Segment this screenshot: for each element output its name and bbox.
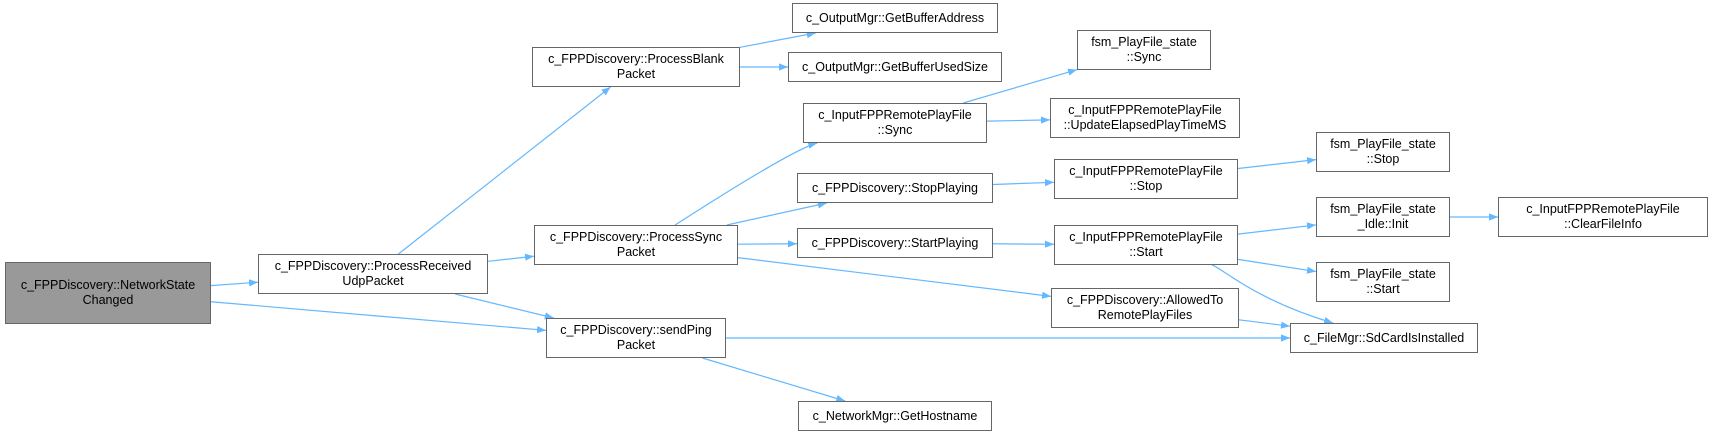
graph-node-label: Packet — [616, 338, 656, 352]
graph-edge — [702, 357, 846, 402]
graph-node-label: c_InputFPPRemotePlayFile — [1069, 164, 1223, 178]
graph-node-n5[interactable]: c_OutputMgr::GetBufferAddress — [792, 3, 998, 33]
graph-node-label: ::ClearFileInfo — [1564, 217, 1642, 231]
graph-node-n9[interactable]: c_FPPDiscovery::StartPlaying — [797, 228, 993, 258]
graph-node-label: fsm_PlayFile_state — [1091, 35, 1197, 49]
graph-node-label: c_OutputMgr::GetBufferAddress — [805, 10, 985, 25]
graph-node-label: ::UpdateElapsedPlayTimeMS — [1063, 118, 1227, 132]
graph-node-label: c_FPPDiscovery::StopPlaying — [811, 180, 979, 195]
graph-node-label: ::Start — [1129, 245, 1163, 259]
graph-node-label: c_NetworkMgr::GetHostname — [812, 408, 978, 423]
graph-node-label: fsm_PlayFile_state — [1330, 137, 1436, 151]
graph-edge — [674, 141, 818, 226]
graph-edge — [487, 253, 535, 262]
graph-edge — [726, 201, 827, 226]
graph-node-n16[interactable]: c_FileMgr::SdCardIsInstalled — [1290, 323, 1478, 353]
graph-edge — [1238, 319, 1291, 329]
graph-edge — [1237, 157, 1317, 170]
graph-node-label: c_InputFPPRemotePlayFile — [818, 108, 972, 122]
graph-node-label: c_InputFPPRemotePlayFile — [1069, 230, 1223, 244]
graph-node-n15[interactable]: c_InputFPPRemotePlayFile::Start — [1054, 225, 1238, 265]
graph-node-n17[interactable]: fsm_PlayFile_state::Stop — [1316, 132, 1450, 172]
graph-node-n7[interactable]: c_InputFPPRemotePlayFile::Sync — [803, 103, 987, 143]
graph-edge — [992, 179, 1055, 187]
graph-node-label: ::Stop — [1366, 152, 1400, 166]
graph-node-label: RemotePlayFiles — [1097, 308, 1193, 322]
graph-node-n19[interactable]: fsm_PlayFile_state::Start — [1316, 262, 1450, 302]
graph-node-label: c_OutputMgr::GetBufferUsedSize — [802, 59, 988, 74]
graph-node-label: c_InputFPPRemotePlayFile — [1068, 103, 1222, 117]
graph-node-label: fsm_PlayFile_state — [1330, 267, 1436, 281]
graph-node-label: c_FPPDiscovery::NetworkState — [20, 278, 196, 292]
graph-edge — [1237, 258, 1317, 274]
graph-node-label: _Idle::Init — [1357, 217, 1409, 231]
graph-node-n12[interactable]: fsm_PlayFile_state::Sync — [1077, 30, 1211, 70]
graph-node-label: Packet — [616, 245, 656, 259]
graph-edge — [986, 116, 1051, 124]
graph-node-label: Changed — [82, 293, 134, 307]
graph-edge — [1237, 222, 1317, 235]
graph-node-label: UdpPacket — [342, 274, 404, 288]
graph-node-label: c_FPPDiscovery::ProcessBlank — [548, 52, 724, 66]
graph-edge — [210, 279, 259, 287]
graph-edge — [455, 293, 554, 320]
graph-node-label: ::Sync — [877, 123, 913, 137]
graph-edge — [739, 31, 816, 48]
graph-node-label: c_FPPDiscovery::ProcessSync — [549, 230, 723, 244]
graph-node-label: c_FPPDiscovery::AllowedTo — [1066, 293, 1224, 307]
graph-node-n14[interactable]: c_InputFPPRemotePlayFile::Stop — [1054, 159, 1238, 199]
graph-node-label: c_FPPDiscovery::sendPing — [560, 323, 712, 337]
graph-node-label: c_FPPDiscovery::ProcessReceived — [274, 259, 472, 273]
graph-edge — [963, 68, 1078, 104]
graph-node-label: ::Start — [1366, 282, 1400, 296]
graph-node-n6[interactable]: c_OutputMgr::GetBufferUsedSize — [788, 52, 1002, 82]
graph-node-label: c_FileMgr::SdCardIsInstalled — [1303, 330, 1465, 345]
graph-node-label: c_InputFPPRemotePlayFile — [1526, 202, 1680, 216]
graph-node-label: Packet — [616, 67, 656, 81]
graph-node-n13[interactable]: c_InputFPPRemotePlayFile::UpdateElapsedP… — [1050, 98, 1240, 138]
graph-node-label: ::Sync — [1126, 50, 1162, 64]
graph-node-n11[interactable]: c_NetworkMgr::GetHostname — [798, 401, 992, 431]
graph-node-label: c_FPPDiscovery::StartPlaying — [811, 235, 979, 250]
graph-edge — [737, 257, 1052, 299]
graph-edge — [1211, 264, 1334, 324]
graph-node-label: fsm_PlayFile_state — [1330, 202, 1436, 216]
graph-edge — [210, 301, 547, 334]
graph-node-n8[interactable]: c_FPPDiscovery::StopPlaying — [797, 173, 993, 203]
graph-node-n18[interactable]: fsm_PlayFile_state_Idle::Init — [1316, 197, 1450, 237]
graph-node-n20[interactable]: c_InputFPPRemotePlayFile::ClearFileInfo — [1498, 197, 1708, 237]
graph-node-label: ::Stop — [1129, 179, 1163, 193]
graph-edge — [398, 86, 611, 255]
